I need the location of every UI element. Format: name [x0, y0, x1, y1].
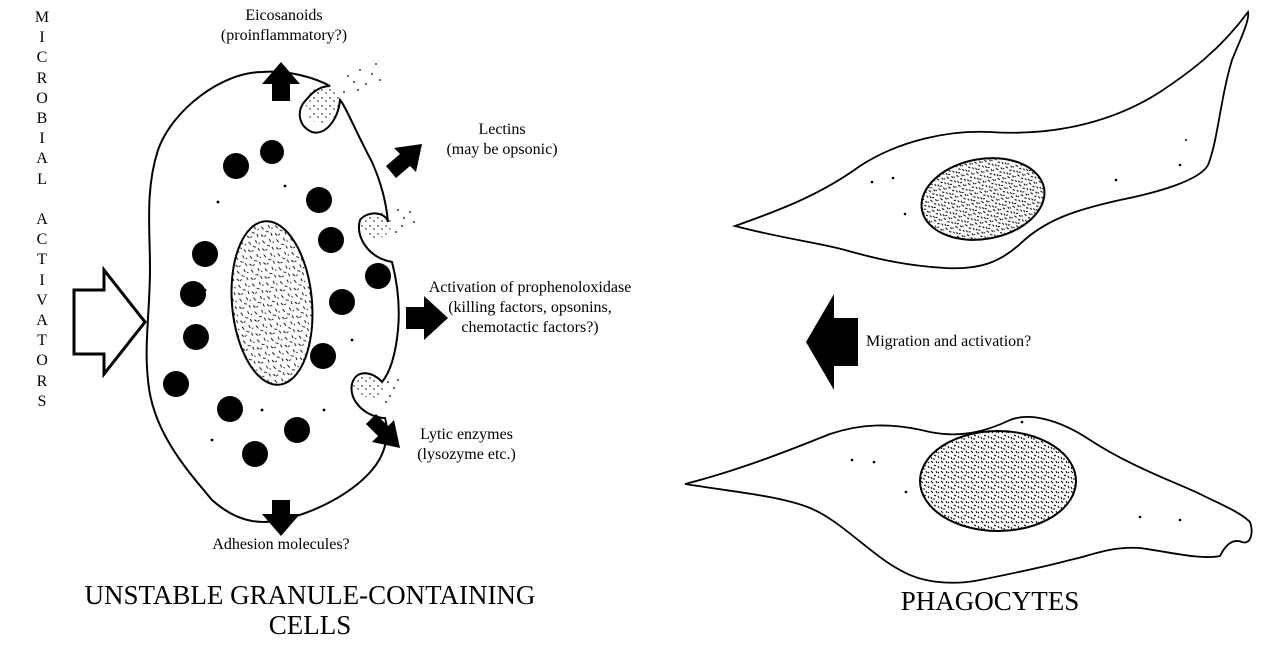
- arrow-lectins: [386, 144, 422, 178]
- lectins-note: (may be opsonic): [422, 140, 582, 160]
- migration-arrow: [806, 294, 858, 390]
- microbial-activator-arrow: [74, 270, 145, 374]
- prophenoloxidase-note-1: (killing factors, opsonins,: [420, 298, 640, 318]
- granule-cells-title: UNSTABLE GRANULE-CONTAINING CELLS: [60, 580, 560, 640]
- granule-cells-title-line-2: CELLS: [60, 610, 560, 640]
- granule-cells-title-line-1: UNSTABLE GRANULE-CONTAINING: [60, 580, 560, 610]
- lytic-enzymes-title: Lytic enzymes: [404, 425, 529, 445]
- phagocytes-title-text: PHAGOCYTES: [880, 586, 1100, 616]
- migration-text: Migration and activation?: [866, 332, 1086, 352]
- prophenoloxidase-note-2: chemotactic factors?): [420, 318, 640, 338]
- adhesion-molecules-label: Adhesion molecules?: [186, 535, 376, 555]
- adhesion-molecules-text: Adhesion molecules?: [186, 535, 376, 555]
- prophenoloxidase-title: Activation of prophenoloxidase: [420, 278, 640, 298]
- word-gap: [32, 190, 52, 210]
- bleb-middle: [360, 212, 392, 238]
- migration-label: Migration and activation?: [866, 332, 1086, 352]
- lectins-title: Lectins: [422, 120, 582, 140]
- eicosanoids-note: (proinflammatory?): [194, 26, 374, 46]
- phagocyte-lower-nucleus: [920, 431, 1076, 531]
- phagocytes-title: PHAGOCYTES: [880, 586, 1100, 616]
- lytic-enzymes-label: Lytic enzymes (lysozyme etc.): [404, 425, 529, 465]
- eicosanoids-label: Eicosanoids (proinflammatory?): [194, 6, 374, 46]
- eicosanoids-title: Eicosanoids: [194, 6, 374, 26]
- lytic-enzymes-note: (lysozyme etc.): [404, 445, 529, 465]
- prophenoloxidase-label: Activation of prophenoloxidase (killing …: [420, 278, 640, 338]
- lectins-label: Lectins (may be opsonic): [422, 120, 582, 160]
